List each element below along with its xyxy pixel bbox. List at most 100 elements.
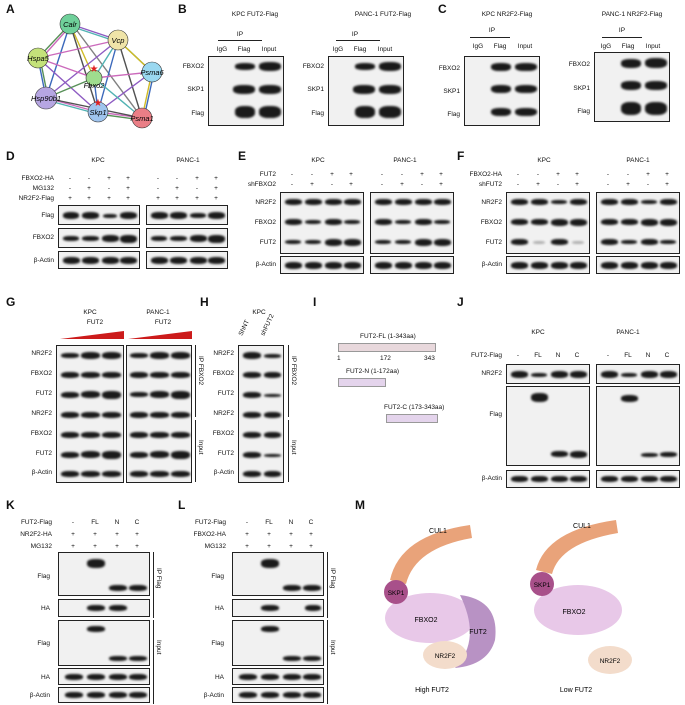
i-n-label: FUT2-N (1-172aa) bbox=[346, 368, 400, 375]
c-row-skp1-r: SKP1 bbox=[573, 85, 590, 92]
b-left-ip: IP bbox=[236, 31, 244, 38]
k-cond-grid-cell: + bbox=[93, 543, 97, 550]
e-cond-grid-cell: + bbox=[400, 181, 404, 188]
l-cond-grid-cell: + bbox=[267, 531, 271, 538]
blot-j-left-actin bbox=[506, 470, 590, 488]
blot-j-left-flag bbox=[506, 386, 590, 466]
f-cond-shfut2: shFUT2 bbox=[478, 181, 502, 188]
node-calr: Calr bbox=[63, 20, 77, 29]
g-gradient-right bbox=[128, 331, 192, 339]
blot-d-right-fbxo2 bbox=[146, 228, 228, 248]
blot-c-right bbox=[594, 52, 670, 122]
e-cond-grid-cell: + bbox=[330, 171, 334, 178]
k-cond-grid-cell: + bbox=[71, 531, 75, 538]
k-cond-grid-cell: + bbox=[135, 531, 139, 538]
e-cond-grid-cell: + bbox=[439, 171, 443, 178]
j-lane: FL bbox=[534, 352, 542, 359]
panel-label-i: I bbox=[313, 295, 317, 309]
blot-e-left bbox=[280, 192, 364, 254]
d-cond-grid-cell: + bbox=[156, 195, 160, 202]
j-lane: - bbox=[606, 352, 610, 359]
k-row-actin: β-Actin bbox=[29, 692, 50, 699]
blot-k-ip-ha bbox=[58, 599, 150, 617]
k-cond-grid-cell: FL bbox=[91, 519, 99, 526]
f-cond-grid-cell: + bbox=[575, 181, 579, 188]
panel-label-h: H bbox=[200, 295, 209, 309]
c-left-ip: IP bbox=[488, 27, 496, 34]
l-cond-fbxo2ha: FBXO2-HA bbox=[193, 531, 226, 538]
d-cond-grid-cell: - bbox=[107, 185, 111, 192]
panel-label-j: J bbox=[457, 295, 464, 309]
e-cond-grid-cell: + bbox=[349, 171, 353, 178]
f-cond-grid-cell: + bbox=[575, 171, 579, 178]
blot-k-ip-flag bbox=[58, 552, 150, 596]
f-cond-grid-cell: - bbox=[626, 171, 630, 178]
h-lane-shnt: ShNT bbox=[237, 318, 252, 337]
blot-f-right bbox=[596, 192, 680, 254]
l-cond-grid-cell: N bbox=[288, 519, 294, 526]
blot-l-in-flag bbox=[232, 620, 324, 666]
m-cul1-high-label: CUL1 bbox=[429, 528, 447, 535]
h-side-ip: IP FBXO2 bbox=[290, 356, 297, 386]
d-cond-grid-cell: + bbox=[107, 175, 111, 182]
e-row-fbxo2: FBXO2 bbox=[254, 219, 276, 226]
d-cond-grid-cell: + bbox=[126, 195, 130, 202]
l-side-input: Input bbox=[329, 640, 336, 655]
f-cond-grid-cell: - bbox=[646, 181, 650, 188]
f-cond-grid-cell: + bbox=[665, 181, 669, 188]
f-cond-grid-cell: - bbox=[556, 181, 560, 188]
i-tick-343: 343 bbox=[424, 355, 435, 362]
f-cond-grid-cell: - bbox=[516, 171, 520, 178]
f-row-nr2f2: NR2F2 bbox=[481, 199, 502, 206]
b-row-skp1: SKP1 bbox=[187, 86, 204, 93]
blot-g-left bbox=[56, 345, 124, 483]
e-cond-grid-cell: - bbox=[380, 181, 384, 188]
e-cond-grid-cell: - bbox=[380, 171, 384, 178]
i-n-bar bbox=[338, 378, 386, 387]
l-row-ha: HA bbox=[214, 605, 224, 612]
svg-text:★: ★ bbox=[90, 64, 99, 75]
c-lane-igg-r: IgG bbox=[600, 43, 612, 50]
f-cond-fbxo2ha: FBXO2-HA bbox=[469, 171, 502, 178]
b-row-skp1-r: SKP1 bbox=[307, 86, 324, 93]
node-fbxo2: Fbxo2 bbox=[84, 81, 106, 90]
blot-f-left-actin bbox=[506, 256, 590, 274]
c-lane-input: Input bbox=[517, 43, 533, 50]
panel-label-c: C bbox=[438, 2, 447, 16]
m-nr2f2-high-label: NR2F2 bbox=[435, 653, 456, 660]
blot-j-right-flag bbox=[596, 386, 680, 466]
e-cond-grid-cell: - bbox=[290, 171, 294, 178]
panel-label-g: G bbox=[6, 295, 16, 309]
d-cond-grid-cell: + bbox=[195, 175, 199, 182]
d-row-fbxo2: FBXO2 bbox=[32, 234, 54, 241]
l-cond-grid-cell: + bbox=[309, 543, 313, 550]
node-psma1: Psma1 bbox=[130, 114, 153, 123]
d-cond-grid-cell: + bbox=[175, 195, 179, 202]
k-row-flag: Flag bbox=[37, 573, 50, 580]
blot-b-left bbox=[208, 56, 284, 126]
panel-label-m: M bbox=[355, 498, 365, 512]
k-cond-grid-cell: - bbox=[71, 519, 75, 526]
e-cond-grid-cell: + bbox=[310, 181, 314, 188]
j-row-actin: β-Actin bbox=[481, 475, 502, 482]
b-row-fbxo2: FBXO2 bbox=[182, 63, 204, 70]
blot-g-right bbox=[126, 345, 192, 483]
node-vcp: Vcp bbox=[112, 36, 125, 45]
e-cond-shfbxo2: shFBXO2 bbox=[247, 181, 276, 188]
d-cond-grid-cell: + bbox=[126, 185, 130, 192]
f-cond-grid-cell: + bbox=[665, 171, 669, 178]
l-cond-grid-cell: C bbox=[308, 519, 314, 526]
l-cond-grid-cell: - bbox=[245, 519, 249, 526]
l-cond-grid-cell: FL bbox=[265, 519, 273, 526]
k-side-input: Input bbox=[155, 640, 162, 655]
g-row: FBXO2 bbox=[30, 430, 52, 437]
f-cond-grid-cell: + bbox=[556, 171, 560, 178]
m-low-label: Low FUT2 bbox=[560, 687, 592, 694]
c-lane-igg: IgG bbox=[472, 43, 484, 50]
c-row-fbxo2: FBXO2 bbox=[438, 65, 460, 72]
j-lane: N bbox=[645, 352, 651, 359]
m-fut2-high-label: FUT2 bbox=[469, 629, 487, 636]
d-cond-grid-cell: + bbox=[214, 185, 218, 192]
node-hsp90b1: Hsp90b1 bbox=[31, 94, 61, 103]
c-row-flag-r: Flag bbox=[577, 108, 590, 115]
